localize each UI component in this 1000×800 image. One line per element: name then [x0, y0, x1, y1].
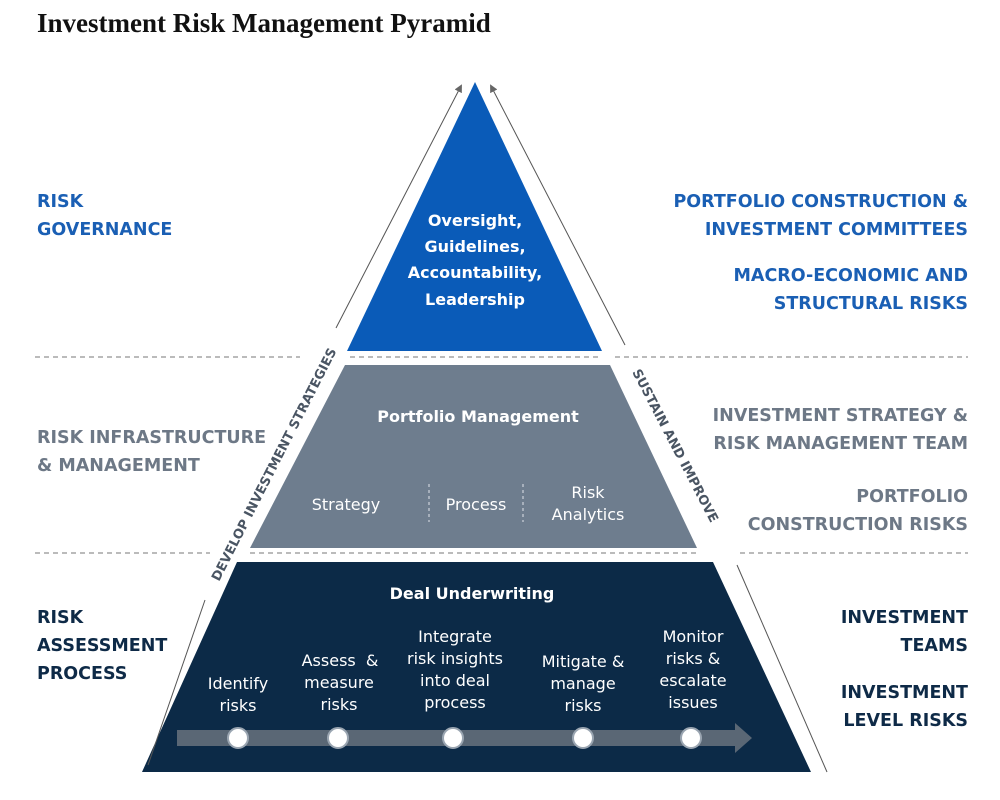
label-portfolio-construction: PORTFOLIO CONSTRUCTION & INVESTMENT COMM… — [673, 192, 968, 240]
step-assess: Assess & — [302, 651, 379, 670]
label-investment-teams: INVESTMENT TEAMS — [840, 608, 968, 656]
step-mitigate: Mitigate & — [542, 652, 625, 671]
process-arrow — [177, 723, 752, 753]
step-assess: risks — [321, 695, 358, 714]
bottom-tier-trapezoid — [142, 562, 811, 772]
label-macro-risks: MACRO-ECONOMIC AND STRUCTURAL RISKS — [733, 266, 968, 314]
step-marker — [572, 727, 594, 749]
label-risk-governance: RISK GOVERNANCE — [37, 192, 173, 240]
left-arrow-line — [147, 599, 206, 766]
step-marker — [227, 727, 249, 749]
page-title: Investment Risk Management Pyramid — [37, 8, 491, 38]
middle-tier-trapezoid — [250, 365, 697, 548]
middle-tier-heading: Portfolio Management — [377, 407, 579, 426]
step-marker — [680, 727, 702, 749]
step-integrate: into deal — [420, 671, 490, 690]
label-portfolio-construction-risks: PORTFOLIO CONSTRUCTION RISKS — [747, 487, 968, 535]
step-mitigate: manage — [550, 674, 615, 693]
step-marker — [442, 727, 464, 749]
step-integrate: Integrate — [418, 627, 492, 646]
top-tier-line: Guidelines, — [424, 237, 525, 256]
left-arrow-up — [335, 84, 462, 329]
tier-dividers — [35, 356, 968, 554]
top-tier-line: Leadership — [425, 290, 525, 309]
step-monitor: risks & — [666, 649, 721, 668]
middle-item-strategy: Strategy — [312, 495, 381, 514]
label-investment-level-risks: INVESTMENT LEVEL RISKS — [840, 683, 968, 731]
step-integrate: process — [424, 693, 485, 712]
top-tier-triangle — [347, 82, 602, 351]
step-identify: risks — [220, 696, 257, 715]
step-monitor: escalate — [659, 671, 726, 690]
right-arrow-up — [490, 84, 626, 346]
top-tier-line: Accountability, — [408, 263, 542, 282]
middle-item-process: Process — [446, 495, 507, 514]
top-tier-line: Oversight, — [428, 211, 522, 230]
step-assess: measure — [304, 673, 374, 692]
middle-item-risk-analytics: Analytics — [552, 505, 625, 524]
label-investment-strategy-team: INVESTMENT STRATEGY & RISK MANAGEMENT TE… — [712, 406, 968, 454]
step-identify: Identify — [208, 674, 268, 693]
step-monitor: Monitor — [663, 627, 724, 646]
step-marker — [327, 727, 349, 749]
step-integrate: risk insights — [407, 649, 503, 668]
step-mitigate: risks — [565, 696, 602, 715]
label-risk-assessment: RISK ASSESSMENT PROCESS — [37, 608, 168, 684]
right-arrow-line — [736, 564, 828, 773]
step-monitor: issues — [668, 693, 717, 712]
label-risk-infrastructure: RISK INFRASTRUCTURE & MANAGEMENT — [37, 428, 267, 476]
middle-item-risk-analytics: Risk — [571, 483, 605, 502]
bottom-tier-heading: Deal Underwriting — [390, 584, 555, 603]
